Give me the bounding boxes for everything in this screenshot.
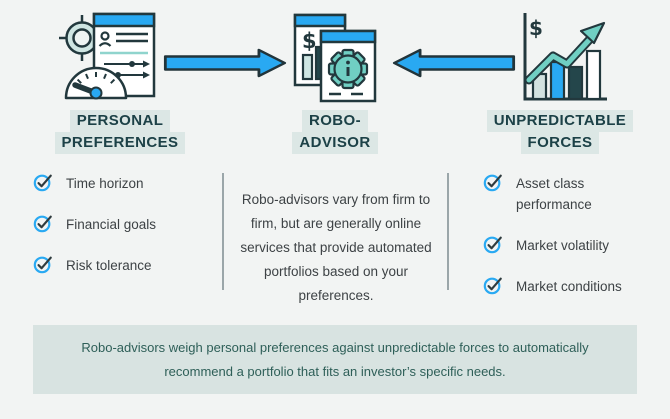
gauge-checklist-target-icon	[59, 12, 156, 100]
divider-left	[222, 173, 224, 290]
list-item: Market conditions	[483, 275, 653, 297]
svg-text:$: $	[529, 16, 543, 40]
title-line: FORCES	[520, 132, 600, 154]
bar-chart-icon	[531, 49, 602, 101]
list-item: Asset class performance	[483, 172, 653, 215]
personal-preferences-list: Time horizon Financial goals Risk tolera…	[33, 172, 213, 295]
title-line: PERSONAL	[69, 110, 171, 132]
title-line: ADVISOR	[292, 132, 378, 154]
list-item: Time horizon	[33, 172, 213, 194]
check-circle-icon	[33, 215, 52, 233]
summary-text: Robo-advisors weigh personal preferences…	[81, 339, 589, 379]
list-item-label: Risk tolerance	[66, 258, 152, 273]
arrow-left-icon	[392, 48, 516, 78]
title-line: PREFERENCES	[54, 132, 186, 154]
list-item-label: Asset class performance	[516, 176, 592, 212]
unpredictable-forces-list: Asset class performance Market volatilit…	[483, 172, 653, 316]
list-item: Market volatility	[483, 234, 653, 256]
robo-advisor-description: Robo-advisors vary from firm to firm, bu…	[240, 191, 432, 303]
unpredictable-forces-icon-slot: $	[517, 10, 612, 105]
list-item: Risk tolerance	[33, 254, 213, 276]
svg-text:$: $	[302, 29, 317, 53]
column-title-unpredictable-forces: UNPREDICTABLE FORCES	[460, 110, 660, 154]
checklist-document-icon	[92, 12, 156, 98]
automation-gear-window-icon	[319, 29, 377, 103]
check-circle-icon	[483, 277, 502, 295]
title-line: UNPREDICTABLE	[486, 110, 634, 132]
market-growth-chart-icon: $	[523, 13, 607, 101]
flow-arrow-right-slot	[392, 48, 516, 78]
list-item-label: Time horizon	[66, 176, 144, 191]
check-circle-icon	[483, 174, 502, 192]
title-line: ROBO-	[302, 110, 368, 132]
gear-icon	[327, 48, 369, 90]
check-circle-icon	[483, 236, 502, 254]
list-item-label: Market volatility	[516, 238, 610, 253]
list-item-label: Financial goals	[66, 217, 157, 232]
gear-window-dollar-icon: $	[293, 13, 377, 103]
check-circle-icon	[33, 174, 52, 192]
check-circle-icon	[33, 256, 52, 274]
flow-arrow-left-slot	[163, 48, 287, 78]
arrow-right-icon	[163, 48, 287, 78]
robo-advisor-icon-slot: $	[293, 13, 378, 103]
column-title-personal-preferences: PERSONAL PREFERENCES	[20, 110, 220, 154]
growth-arrow-icon	[524, 21, 606, 85]
divider-right	[447, 173, 449, 290]
list-item-label: Market conditions	[516, 279, 622, 294]
summary-banner: Robo-advisors weigh personal preferences…	[33, 325, 637, 394]
list-item: Financial goals	[33, 213, 213, 235]
column-title-robo-advisor: ROBO- ADVISOR	[260, 110, 410, 154]
personal-preferences-icon-slot	[58, 8, 158, 105]
gauge-icon	[64, 66, 128, 100]
